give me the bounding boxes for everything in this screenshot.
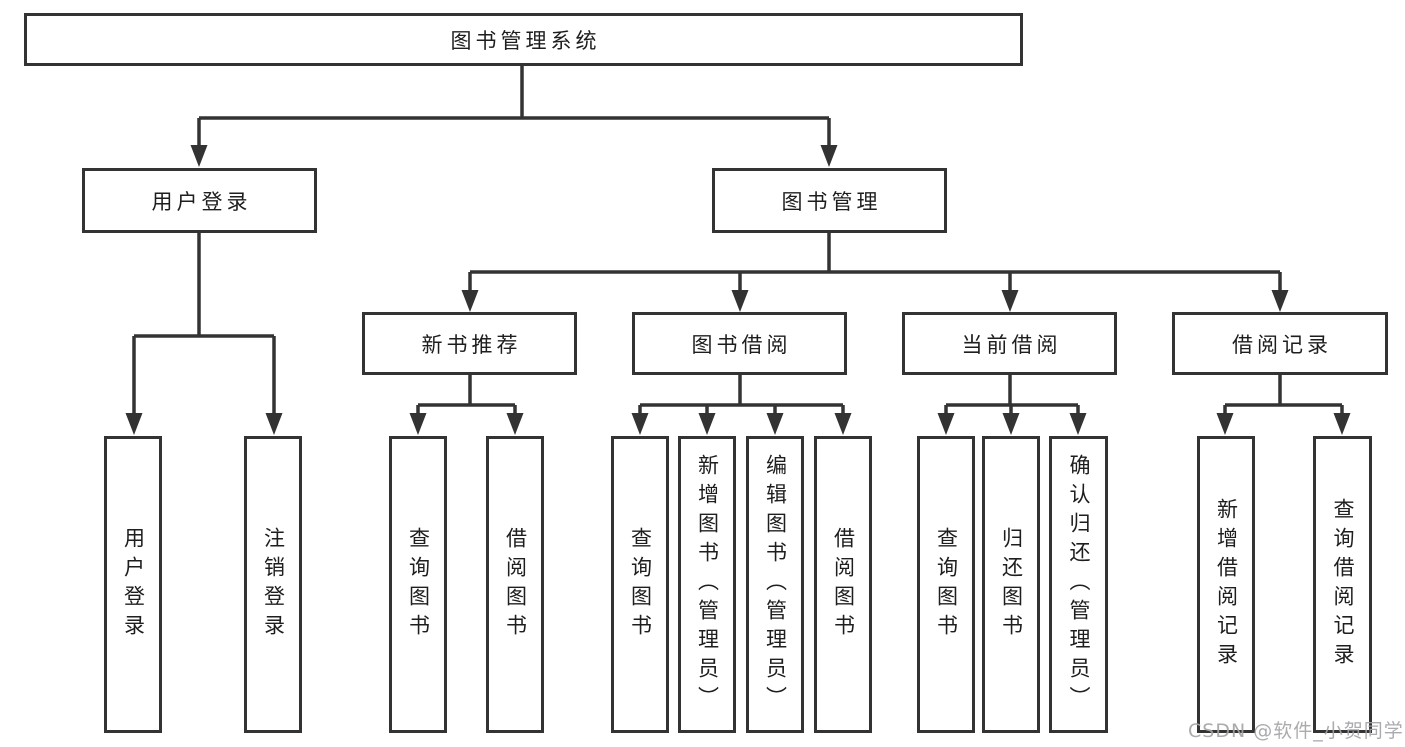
leaf-borrowing-edit-book-admin: 编辑图书（管理员） <box>746 436 804 733</box>
leaf-borrowing-edit-book-admin-label: 编辑图书（管理员） <box>763 454 788 715</box>
node-new-book-recommend-label: 新书推荐 <box>421 332 522 357</box>
leaf-records-query-record: 查询借阅记录 <box>1313 436 1372 733</box>
node-current-borrowing-label: 当前借阅 <box>961 332 1062 357</box>
leaf-borrowing-borrow-books: 借阅图书 <box>814 436 872 733</box>
leaf-records-add-record-label: 新增借阅记录 <box>1214 497 1239 672</box>
leaf-borrowing-query-books-label: 查询图书 <box>628 526 653 643</box>
leaf-user-login: 用户登录 <box>104 436 162 733</box>
leaf-borrowing-add-book-admin-label: 新增图书（管理员） <box>695 454 720 715</box>
node-borrowing-records-label: 借阅记录 <box>1232 332 1332 357</box>
leaf-recommend-borrow-books: 借阅图书 <box>486 436 544 733</box>
leaf-user-login-label: 用户登录 <box>121 526 146 643</box>
leaf-recommend-query-books: 查询图书 <box>389 436 447 733</box>
node-book-borrowing: 图书借阅 <box>632 312 847 375</box>
leaf-current-confirm-return-admin: 确认归还（管理员） <box>1049 436 1108 733</box>
node-user-login: 用户登录 <box>82 168 317 233</box>
node-new-book-recommend: 新书推荐 <box>362 312 577 375</box>
node-current-borrowing: 当前借阅 <box>902 312 1117 375</box>
leaf-recommend-query-books-label: 查询图书 <box>406 526 431 643</box>
leaf-current-return-books: 归还图书 <box>982 436 1040 733</box>
node-user-login-label: 用户登录 <box>151 189 252 214</box>
leaf-records-query-record-label: 查询借阅记录 <box>1331 497 1355 672</box>
leaf-logout: 注销登录 <box>244 436 302 733</box>
node-borrowing-records: 借阅记录 <box>1172 312 1388 375</box>
leaf-borrowing-borrow-books-label: 借阅图书 <box>831 526 856 643</box>
leaf-current-return-books-label: 归还图书 <box>999 526 1024 643</box>
node-book-management-label: 图书管理 <box>781 189 882 214</box>
node-book-management: 图书管理 <box>712 168 947 233</box>
leaf-borrowing-query-books: 查询图书 <box>611 436 669 733</box>
node-root-system: 图书管理系统 <box>24 13 1023 66</box>
leaf-current-query-books-label: 查询图书 <box>934 526 959 643</box>
leaf-logout-label: 注销登录 <box>261 526 286 643</box>
leaf-borrowing-add-book-admin: 新增图书（管理员） <box>678 436 736 733</box>
connector-arrowheads <box>125 145 1351 435</box>
leaf-recommend-borrow-books-label: 借阅图书 <box>503 526 528 643</box>
leaf-current-confirm-return-admin-label: 确认归还（管理员） <box>1067 454 1091 715</box>
leaf-records-add-record: 新增借阅记录 <box>1197 436 1255 733</box>
leaf-current-query-books: 查询图书 <box>917 436 975 733</box>
csdn-watermark: CSDN @软件_小贺同学 <box>1188 720 1404 742</box>
connector-lines <box>132 66 1344 416</box>
node-root-label: 图书管理系统 <box>450 28 601 53</box>
node-book-borrowing-label: 图书借阅 <box>691 332 792 357</box>
